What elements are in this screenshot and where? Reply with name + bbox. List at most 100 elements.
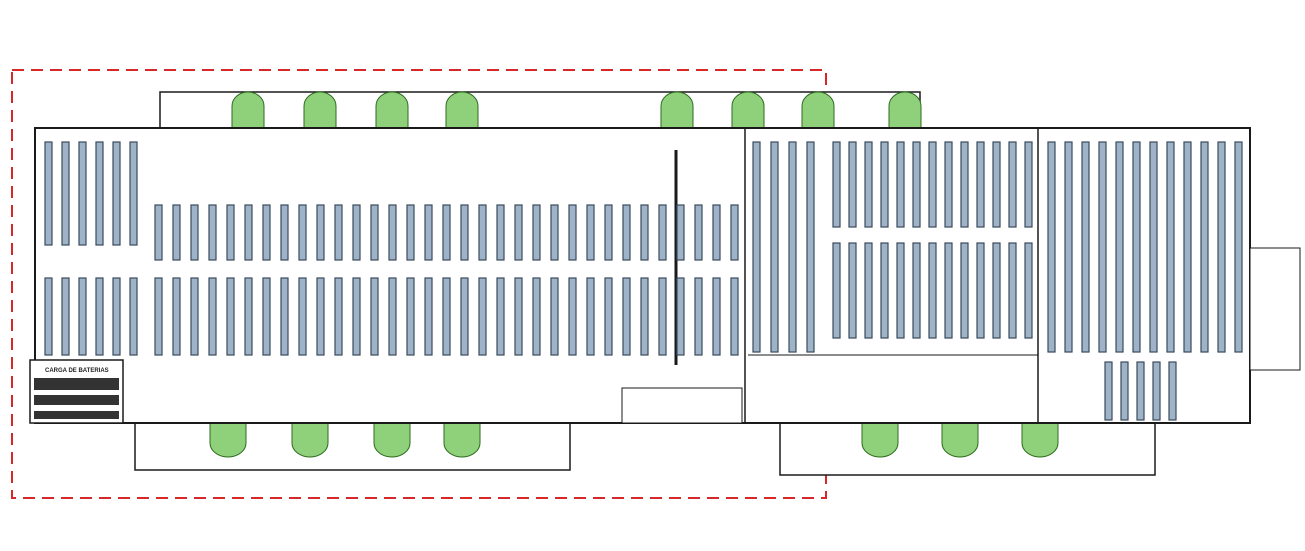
storage-rack [154,277,163,356]
storage-rack [604,204,613,261]
storage-rack [848,242,857,339]
storage-rack [770,141,779,353]
storage-rack [129,141,138,246]
loading-dock [443,422,481,458]
storage-rack [944,141,953,228]
storage-rack [880,141,889,228]
storage-rack [1064,141,1073,353]
storage-rack [95,141,104,246]
storage-rack [190,277,199,356]
storage-rack [208,204,217,261]
storage-rack [334,204,343,261]
storage-rack [1024,242,1033,339]
storage-rack [848,141,857,228]
storage-rack [95,277,104,356]
storage-rack [676,277,685,356]
storage-rack [1149,141,1158,353]
storage-rack [1008,242,1017,339]
storage-rack [1166,141,1175,353]
loading-dock [209,422,247,458]
storage-rack [896,141,905,228]
storage-rack [1136,361,1145,421]
storage-rack [712,277,721,356]
storage-rack [316,204,325,261]
loading-dock [861,422,899,458]
right-annex [1249,247,1301,371]
storage-rack [112,277,121,356]
storage-rack [172,277,181,356]
loading-dock [291,422,329,458]
storage-rack [1047,141,1056,353]
storage-rack [262,204,271,261]
storage-rack [1200,141,1209,353]
storage-rack [442,204,451,261]
storage-rack [334,277,343,356]
storage-rack [532,204,541,261]
storage-rack [550,277,559,356]
storage-rack [388,204,397,261]
storage-rack [406,277,415,356]
storage-rack [586,277,595,356]
loading-dock [303,91,337,129]
storage-rack [960,141,969,228]
storage-rack [694,204,703,261]
battery-rack [34,411,119,419]
loading-dock [445,91,479,129]
storage-rack [976,242,985,339]
storage-rack [550,204,559,261]
storage-rack [864,242,873,339]
storage-rack [514,204,523,261]
storage-rack [752,141,761,353]
storage-rack [44,141,53,246]
loading-dock [801,91,835,129]
loading-dock [231,91,265,129]
storage-rack [568,204,577,261]
loading-dock [375,91,409,129]
storage-rack [78,141,87,246]
storage-rack [658,277,667,356]
loading-dock [373,422,411,458]
loading-dock [1021,422,1059,458]
storage-rack [622,277,631,356]
storage-rack [992,141,1001,228]
storage-rack [694,277,703,356]
storage-rack [478,277,487,356]
storage-rack [460,277,469,356]
storage-rack [460,204,469,261]
storage-rack [676,204,685,261]
storage-rack [370,277,379,356]
storage-rack [1081,141,1090,353]
loading-dock [941,422,979,458]
storage-rack [788,141,797,353]
storage-rack [640,204,649,261]
storage-rack [78,277,87,356]
storage-rack [1120,361,1129,421]
storage-rack [172,204,181,261]
storage-rack [61,277,70,356]
storage-rack [1115,141,1124,353]
storage-rack [912,141,921,228]
storage-rack [832,141,841,228]
storage-rack [586,204,595,261]
bottom-dock-strip-left [134,422,571,471]
storage-rack [928,242,937,339]
storage-rack [370,204,379,261]
storage-rack [1008,141,1017,228]
storage-rack [154,204,163,261]
storage-rack [61,141,70,246]
storage-rack [532,277,541,356]
storage-rack [514,277,523,356]
storage-rack [280,277,289,356]
storage-rack [712,204,721,261]
loading-dock [660,91,694,129]
storage-rack [226,204,235,261]
storage-rack [832,242,841,339]
storage-rack [44,277,53,356]
storage-rack [226,277,235,356]
storage-rack [244,204,253,261]
storage-rack [880,242,889,339]
storage-rack [1234,141,1243,353]
storage-rack [424,277,433,356]
storage-rack [496,204,505,261]
